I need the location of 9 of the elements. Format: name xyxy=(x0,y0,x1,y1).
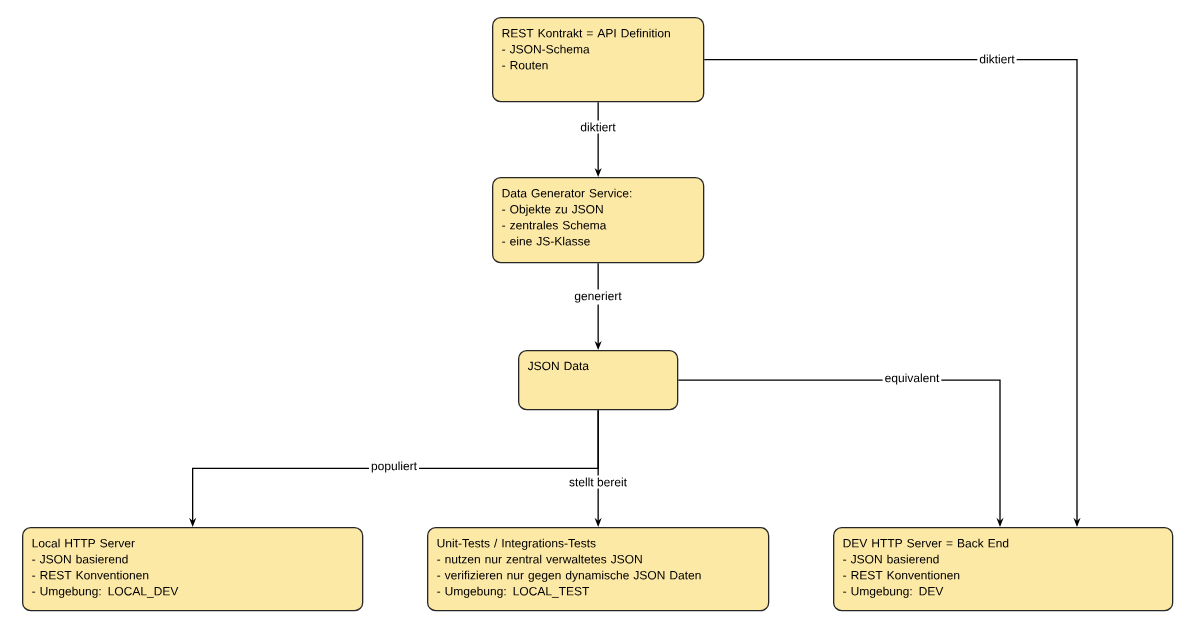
process-box: DEV HTTP Server = Back End - JSON basierend - REST Konventionen - Umgebung: DEV xyxy=(833,527,1174,612)
process-box: Local HTTP Server - JSON basierend - REST Konventionen - Umgebung: LOCAL_DEV xyxy=(22,527,364,612)
process-box: Data Generator Service: - Objekte zu JSON - zentrales Schema - eine JS-Klasse xyxy=(492,177,705,264)
edge-label: populiert xyxy=(369,459,419,475)
edge-label: equivalent xyxy=(882,371,942,387)
process-box: Unit-Tests / Integrations-Tests - nutzen nur zentral verwaltetes JSON - verifizieren nur gegen dynamische JSON Daten - Umgebung: LOCAL_TEST xyxy=(427,527,770,612)
process-box: JSON Data xyxy=(518,350,679,411)
process-box: REST Kontrakt = API Definition - JSON-Schema - Routen xyxy=(492,17,705,103)
edge-label: generiert xyxy=(572,289,624,305)
